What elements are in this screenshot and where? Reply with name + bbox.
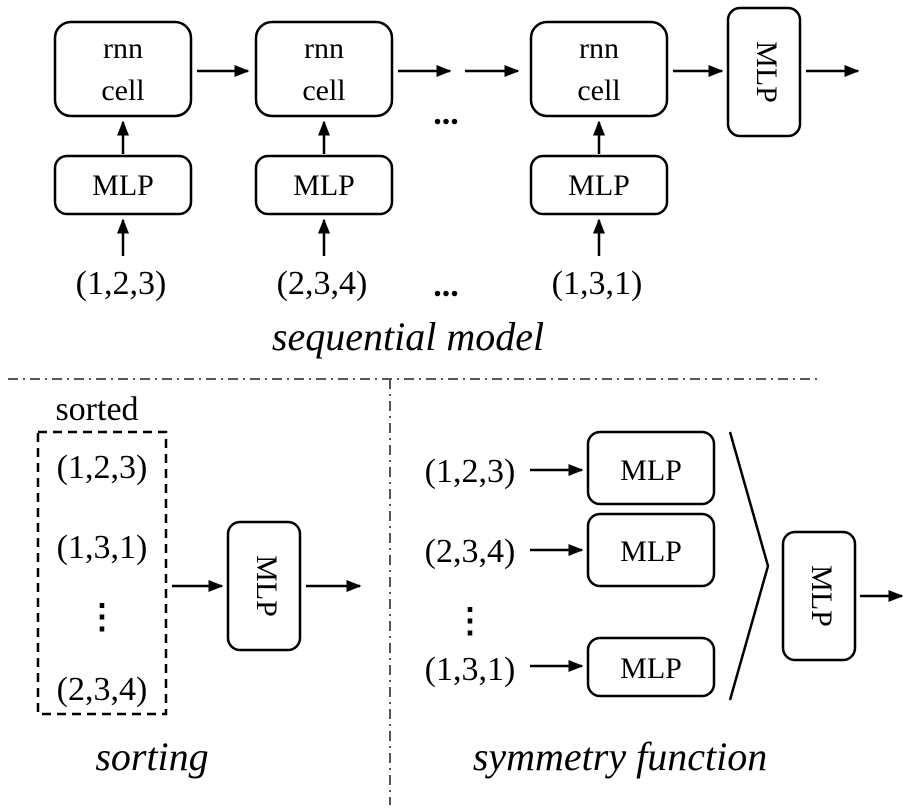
symmetry-caption: symmetry function <box>473 734 767 779</box>
rnn-cell-1: rnn cell <box>53 20 193 118</box>
symmetry-tuple-1: (1,2,3) <box>425 453 516 490</box>
symmetry-final-mlp-label: MLP <box>805 565 838 627</box>
sequential-model-panel: rnn cell rnn cell rnn cell MLP MLP <box>53 6 860 359</box>
symmetry-mlp-1: MLP <box>586 430 716 506</box>
sequential-mlp-2: MLP <box>254 154 394 216</box>
sequential-tuple-2: (2,3,4) <box>277 265 368 302</box>
sequential-ellipsis-cells: ... <box>433 95 459 132</box>
sorted-label: sorted <box>55 391 138 428</box>
rnn-cell-2: rnn cell <box>254 20 394 118</box>
sorting-tuple-1: (1,2,3) <box>57 449 148 486</box>
symmetry-final-mlp: MLP <box>781 530 857 662</box>
symmetry-mlp-3: MLP <box>586 636 716 698</box>
symmetry-tuple-2: (2,3,4) <box>425 533 516 570</box>
sorting-mlp: MLP <box>226 520 302 652</box>
sorting-panel: sorted (1,2,3) (1,3,1) ⋮ (2,3,4) MLP sor… <box>36 391 362 779</box>
sequential-mlp-1: MLP <box>53 154 193 216</box>
sequential-mlp-3-label: MLP <box>568 169 630 202</box>
sequential-ellipsis-tuples: ... <box>433 267 459 304</box>
symmetry-mlp-2-label: MLP <box>620 535 682 568</box>
sorting-tuple-2: (1,3,1) <box>57 529 148 566</box>
symmetry-aggregation-chevron <box>728 431 770 701</box>
symmetry-vdots: ⋮ <box>453 603 487 640</box>
sequential-mlp-1-label: MLP <box>92 169 154 202</box>
rnn-cell-3: rnn cell <box>529 20 669 118</box>
sequential-final-mlp-label: MLP <box>750 41 783 103</box>
sequential-final-mlp: MLP <box>726 6 802 138</box>
sorting-tuple-3: (2,3,4) <box>57 671 148 708</box>
rnn-cell-3-line2: cell <box>577 74 620 107</box>
rnn-cell-1-line2: cell <box>101 74 144 107</box>
sequential-tuple-3: (1,3,1) <box>552 265 643 302</box>
rnn-cell-2-line2: cell <box>302 74 345 107</box>
sequential-tuple-1: (1,2,3) <box>76 265 167 302</box>
symmetry-mlp-1-label: MLP <box>620 454 682 487</box>
symmetry-panel: (1,2,3) (2,3,4) ⋮ (1,3,1) MLP MLP MLP ML… <box>425 430 904 779</box>
sequential-mlp-3: MLP <box>529 154 669 216</box>
sorting-vdots: ⋮ <box>85 599 119 636</box>
sequential-model-caption: sequential model <box>272 314 544 359</box>
symmetry-tuple-3: (1,3,1) <box>425 651 516 688</box>
symmetry-mlp-3-label: MLP <box>620 652 682 685</box>
sorting-mlp-label: MLP <box>250 555 283 617</box>
sequential-mlp-2-label: MLP <box>293 169 355 202</box>
rnn-cell-3-line1: rnn <box>579 32 619 65</box>
sorted-dashed-box <box>36 430 168 716</box>
rnn-cell-1-line1: rnn <box>103 32 143 65</box>
symmetry-mlp-2: MLP <box>586 512 716 588</box>
sorting-caption: sorting <box>95 734 208 779</box>
rnn-cell-2-line1: rnn <box>304 32 344 65</box>
